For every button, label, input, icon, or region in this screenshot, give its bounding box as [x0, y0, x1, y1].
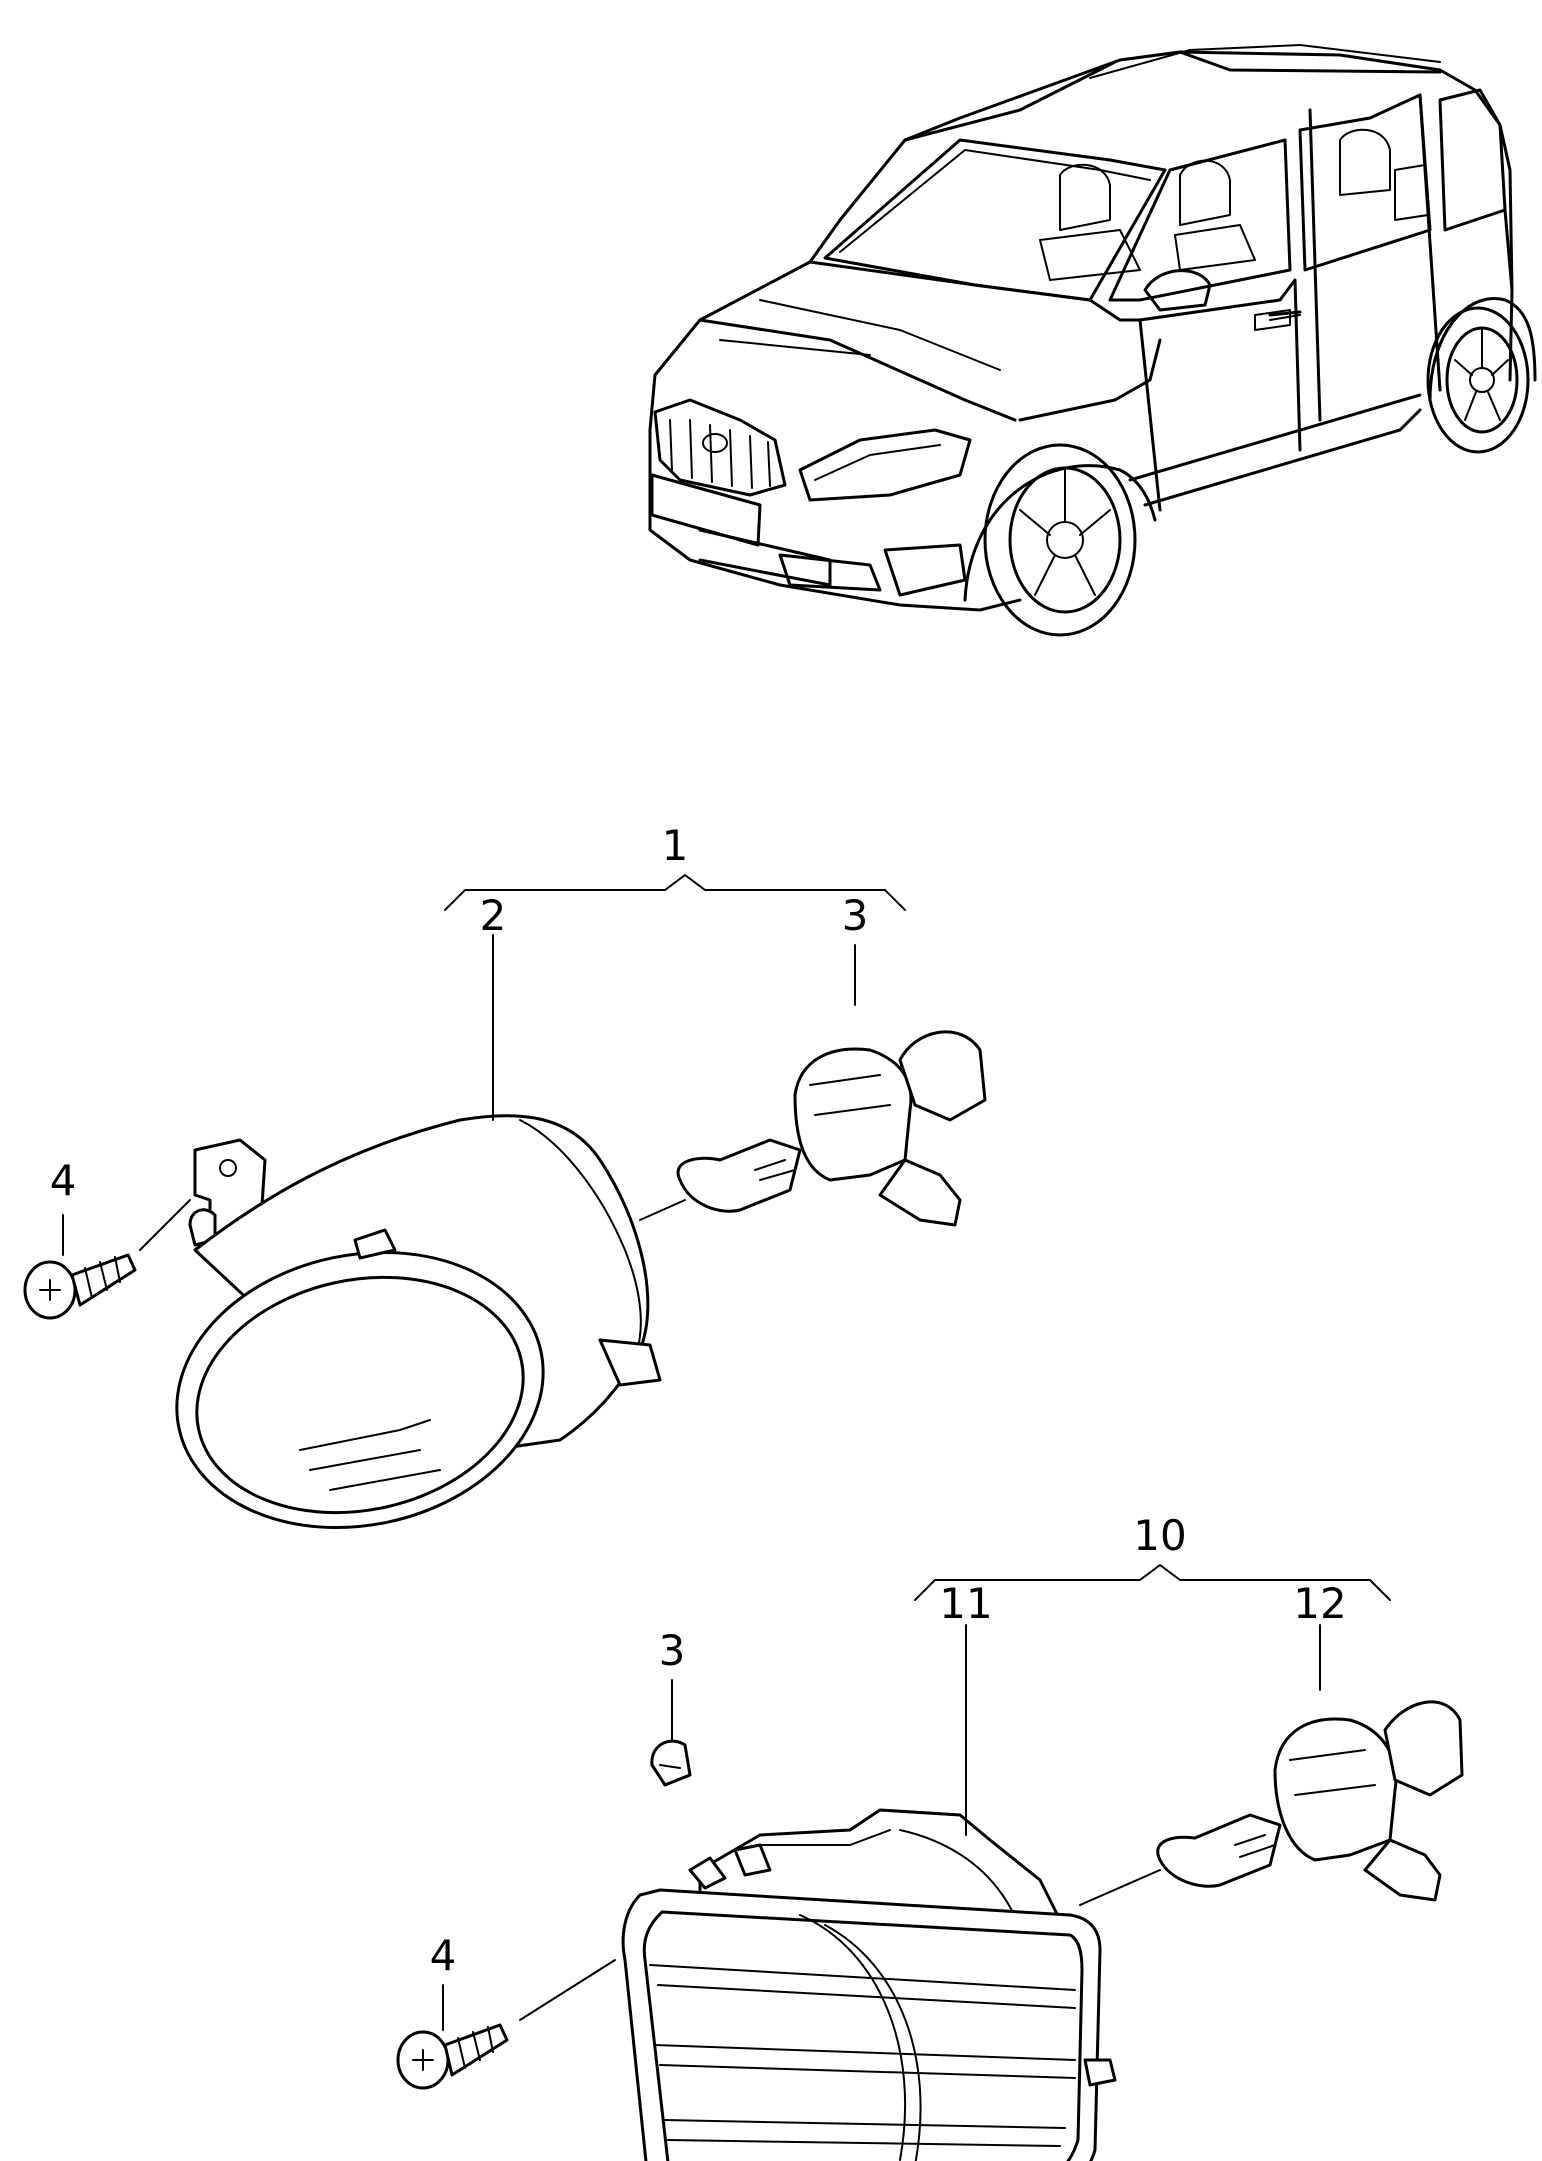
screw-4-lower [396, 2023, 509, 2090]
callout-3-lower: 3 [659, 1626, 686, 1675]
callout-lines [62, 874, 1391, 2031]
callout-4-lower: 4 [430, 1931, 457, 1980]
bulb-3-upper [676, 1030, 987, 1227]
callout-labels: 1 2 3 4 10 11 12 3 4 [50, 821, 1347, 1980]
fog-lamp-rect-assembly [396, 1700, 1464, 2161]
callout-10: 10 [1133, 1511, 1186, 1560]
vehicle-illustration [648, 44, 1537, 637]
callout-12: 12 [1293, 1579, 1346, 1628]
callout-3-upper: 3 [842, 891, 869, 940]
nut-3-lower [650, 1739, 692, 1787]
callout-11: 11 [939, 1579, 992, 1628]
callout-2: 2 [480, 891, 507, 940]
fog-lamp-round-assembly [23, 1030, 987, 1530]
callout-1: 1 [662, 821, 689, 870]
bulb-12 [1156, 1700, 1464, 1902]
screw-4-upper [23, 1253, 137, 1320]
callout-4-upper: 4 [50, 1156, 77, 1205]
